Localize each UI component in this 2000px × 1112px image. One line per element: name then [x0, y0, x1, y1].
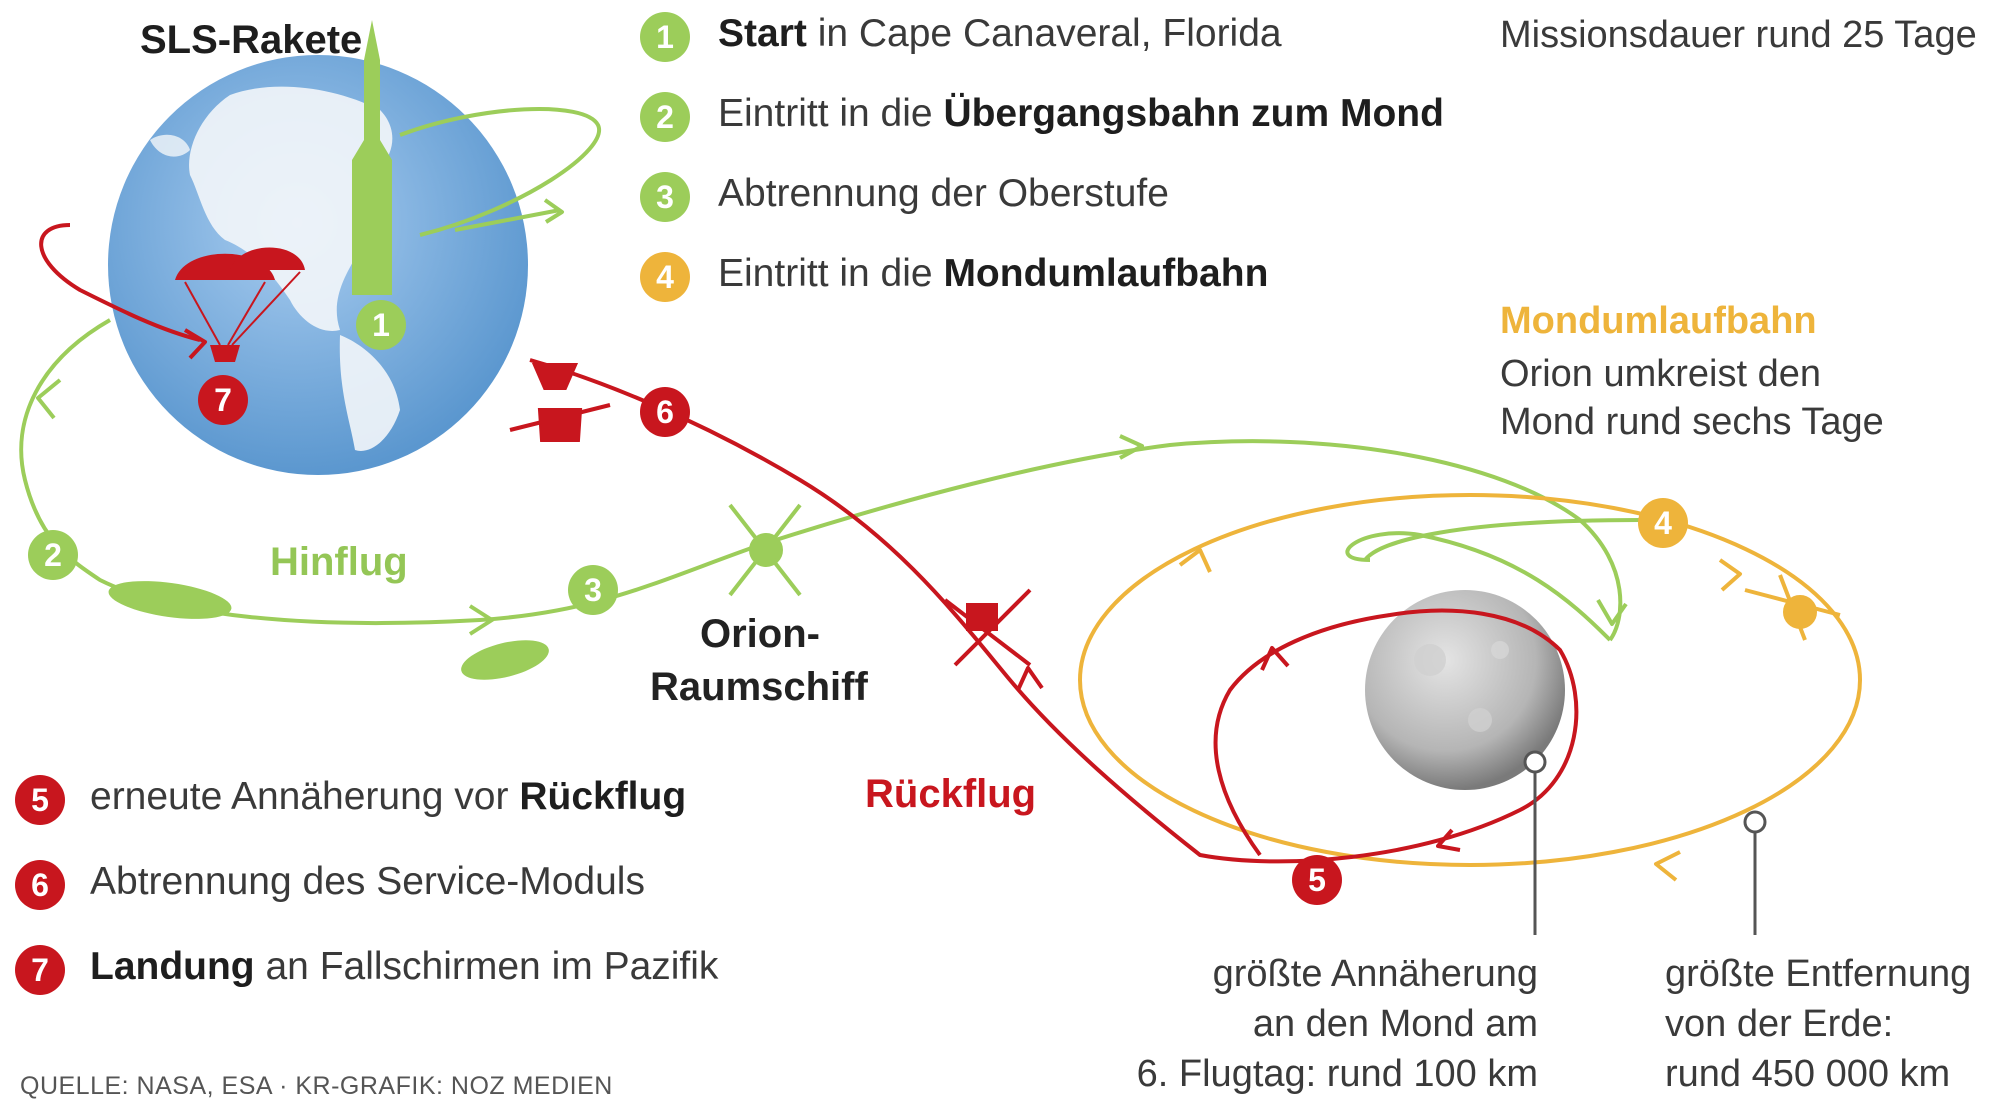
lunar-orbit-line1: Orion umkreist den	[1500, 353, 1822, 395]
legend-item-6-text: Abtrennung des Service-Moduls	[90, 860, 645, 903]
legend-badge-1: 1	[640, 12, 690, 62]
legend-item-4: Eintritt in die Mondumlaufbahn	[718, 252, 1268, 296]
legend-item-7-bold: Landung	[90, 945, 255, 988]
lunar-orbit	[1078, 493, 1862, 882]
legend-badge-6: 6	[15, 860, 65, 910]
hinflug-label: Hinflug	[270, 540, 408, 584]
diagram-badge-5: 5	[1292, 855, 1342, 905]
diagram-badge-1: 1	[356, 300, 406, 350]
closest-line2: an den Mond am	[1252, 1003, 1538, 1045]
parachute-capsule-icon	[175, 247, 305, 362]
lunar-orbit-line2: Mond rund sechs Tage	[1500, 401, 1884, 443]
legend-item-6: Abtrennung des Service-Moduls	[90, 860, 645, 904]
source-credit: QUELLE: NASA, ESA · KR-GRAFIK: NOZ MEDIE…	[20, 1072, 613, 1100]
orion-return-icon	[943, 588, 1032, 667]
legend-item-1-bold: Start	[718, 12, 807, 55]
moon	[1365, 590, 1565, 790]
legend-item-2: Eintritt in die Übergangsbahn zum Mond	[718, 92, 1444, 136]
legend-item-7-text: an Fallschirmen im Pazifik	[254, 945, 719, 988]
legend-item-5: erneute Annäherung vor Rückflug	[90, 775, 686, 819]
legend-item-1-text: in Cape Canaveral, Florida	[806, 12, 1282, 55]
legend-item-7: Landung an Fallschirmen im Pazifik	[90, 945, 718, 989]
upper-stage-icon	[108, 581, 549, 680]
legend-badge-3: 3	[640, 172, 690, 222]
diagram-badge-6: 6	[640, 387, 690, 437]
mission-duration: Missionsdauer rund 25 Tage	[1500, 14, 1977, 56]
legend-item-3: Abtrennung der Oberstufe	[718, 172, 1169, 216]
orion-label-line1: Orion-	[700, 612, 820, 656]
legend-item-4-text: Eintritt in die	[718, 252, 944, 295]
earth-parking-orbit	[399, 107, 602, 237]
farthest-line1: größte Entfernung	[1665, 953, 1972, 995]
farthest-line2: von der Erde:	[1665, 1003, 1894, 1045]
legend-item-3-text: Abtrennung der Oberstufe	[718, 172, 1169, 215]
farthest-line3: rund 450 000 km	[1665, 1053, 1951, 1095]
diagram-badge-7: 7	[198, 375, 248, 425]
diagram-badge-4: 4	[1638, 498, 1688, 548]
closest-line1: größte Annäherung	[1212, 953, 1538, 995]
legend-badge-2: 2	[640, 92, 690, 142]
legend-item-5-text: erneute Annäherung vor	[90, 775, 520, 818]
orion-spacecraft-icon	[728, 503, 802, 597]
diagram-badge-3: 3	[568, 565, 618, 615]
legend-item-5-bold: Rückflug	[519, 775, 687, 818]
closest-line3: 6. Flugtag: rund 100 km	[1136, 1053, 1538, 1095]
rocket-label: SLS-Rakete	[140, 18, 363, 62]
legend-item-2-text: Eintritt in die	[718, 92, 944, 135]
diagram-badge-2: 2	[28, 530, 78, 580]
legend-badge-4: 4	[640, 252, 690, 302]
legend-badge-5: 5	[15, 775, 65, 825]
rueckflug-label: Rückflug	[865, 772, 1037, 816]
legend-badge-7: 7	[15, 945, 65, 995]
legend-item-2-bold: Übergangsbahn zum Mond	[943, 92, 1444, 135]
callout-lines	[1523, 750, 1767, 935]
sls-rocket	[352, 20, 392, 295]
lunar-orbit-title: Mondumlaufbahn	[1500, 300, 1817, 342]
service-module-icon	[509, 363, 611, 442]
orion-lunar-orbit-icon	[1744, 574, 1841, 641]
return-path	[39, 223, 1579, 864]
legend-item-1: Start in Cape Canaveral, Florida	[718, 12, 1282, 56]
legend-item-4-bold: Mondumlaufbahn	[943, 252, 1269, 295]
orion-label-line2: Raumschiff	[650, 665, 868, 709]
earth	[108, 55, 528, 475]
